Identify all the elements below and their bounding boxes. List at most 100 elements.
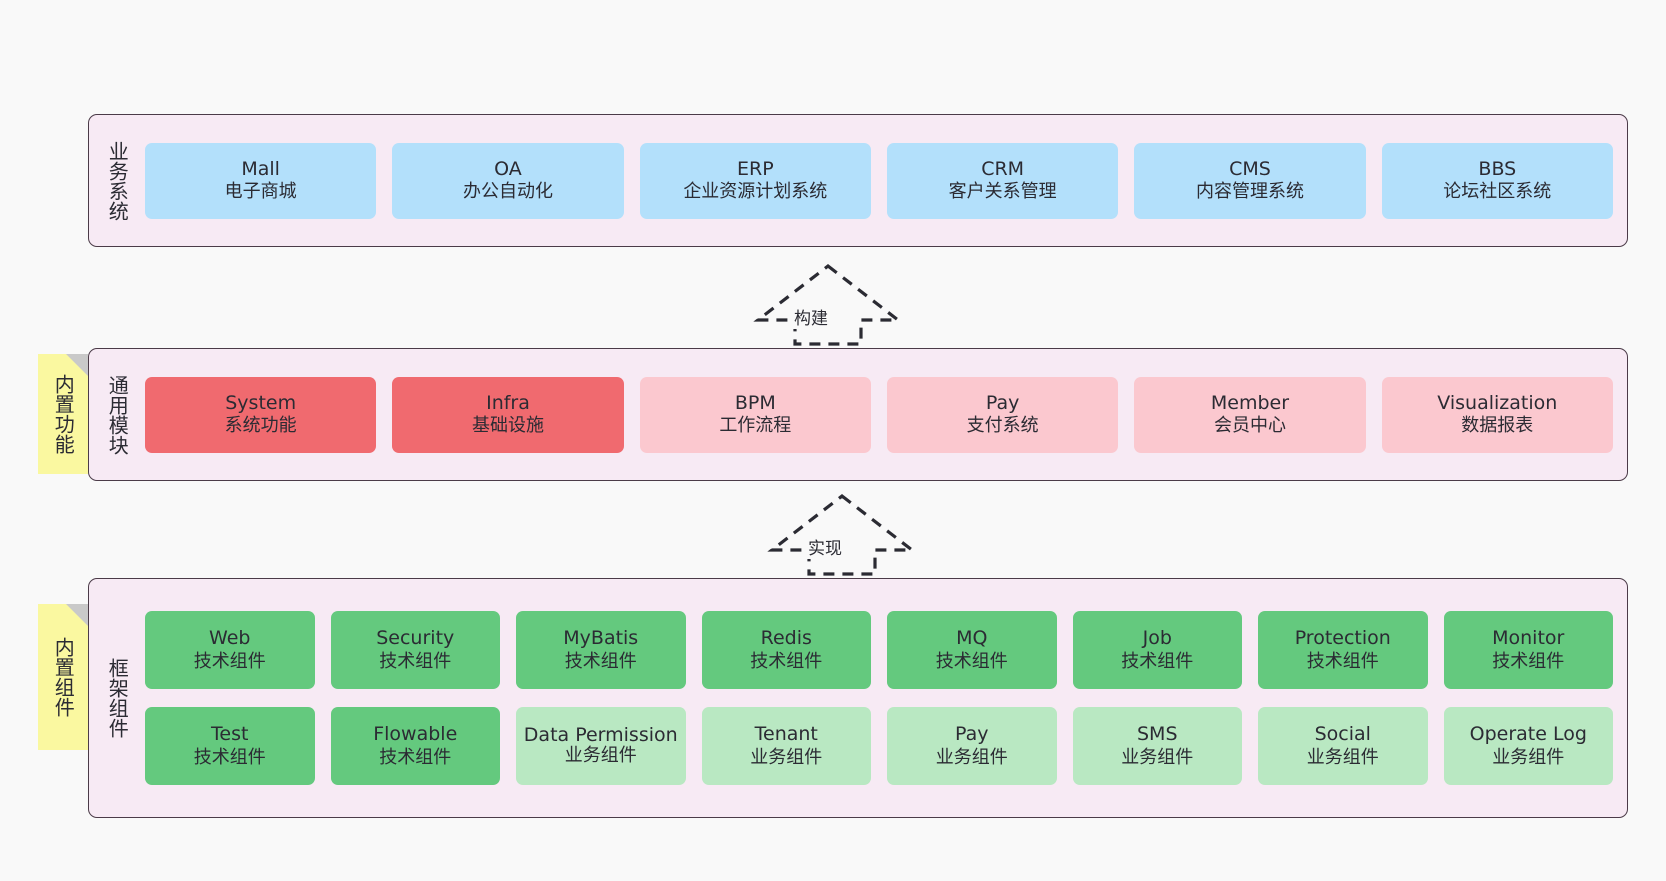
card-title: Visualization [1437,391,1558,414]
card-subtitle: 技术组件 [379,650,452,672]
card-operate-log[interactable]: Operate Log 业务组件 [1443,707,1613,785]
card-security[interactable]: Security 技术组件 [330,611,500,689]
card-title: Test [211,723,249,746]
note-fold-corner-icon [66,354,88,376]
note-label: 内置功能 [51,374,76,454]
card-title: MQ [956,627,988,650]
layer-body-framework-component: Web 技术组件 Security 技术组件 MyBatis 技术组件 Redi… [145,579,1627,817]
card-member[interactable]: Member 会员中心 [1134,376,1366,453]
note-label: 内置组件 [51,637,76,717]
card-mq[interactable]: MQ 技术组件 [887,611,1057,689]
layer-common-module: 通用模块 System 系统功能 Infra 基础设施 BPM 工作流程 Pay… [88,348,1628,481]
card-subtitle: 支付系统 [966,415,1039,437]
card-oa[interactable]: OA 办公自动化 [392,142,624,219]
card-row: Web 技术组件 Security 技术组件 MyBatis 技术组件 Redi… [145,611,1613,689]
card-erp[interactable]: ERP 企业资源计划系统 [639,142,871,219]
card-subtitle: 技术组件 [193,746,266,768]
card-title: Flowable [373,723,458,746]
card-social[interactable]: Social 业务组件 [1258,707,1428,785]
card-subtitle: 业务组件 [750,746,823,768]
card-row: System 系统功能 Infra 基础设施 BPM 工作流程 Pay 支付系统… [145,376,1613,453]
card-subtitle: 内容管理系统 [1195,181,1304,203]
card-title: Redis [760,627,812,650]
card-subtitle: 客户关系管理 [948,181,1057,203]
card-subtitle: 办公自动化 [462,181,553,203]
card-pay[interactable]: Pay 支付系统 [886,376,1119,453]
card-sms[interactable]: SMS 业务组件 [1072,707,1242,785]
card-tenant[interactable]: Tenant 业务组件 [701,707,871,785]
connector-implement: 实现 [762,492,922,578]
layer-body-common-module: System 系统功能 Infra 基础设施 BPM 工作流程 Pay 支付系统… [145,349,1627,480]
card-flowable[interactable]: Flowable 技术组件 [330,707,500,785]
card-test[interactable]: Test 技术组件 [145,707,315,785]
card-subtitle: 技术组件 [379,746,452,768]
card-title: BPM [734,391,776,414]
card-redis[interactable]: Redis 技术组件 [701,611,871,689]
card-title: System [225,391,297,414]
card-cms[interactable]: CMS 内容管理系统 [1134,142,1366,219]
card-subtitle: 企业资源计划系统 [683,181,828,203]
layer-framework-component: 框架组件 Web 技术组件 Security 技术组件 MyBatis 技术组件… [88,578,1628,818]
card-title: Job [1142,627,1172,650]
layer-title-business-system: 业务系统 [105,140,130,221]
card-subtitle: 业务组件 [935,746,1008,768]
card-subtitle: 工作流程 [719,415,792,437]
card-title: Data Permission [523,723,678,746]
layer-title-common-module: 通用模块 [105,374,130,455]
card-title: Pay [985,391,1020,414]
card-mybatis[interactable]: MyBatis 技术组件 [516,611,686,689]
build-arrow-icon [753,263,903,346]
note-builtin-component: 内置组件 [38,604,88,750]
card-subtitle: 业务组件 [1121,746,1194,768]
card-title: Monitor [1492,627,1565,650]
card-pay-component[interactable]: Pay 业务组件 [887,707,1057,785]
connector-implement-label: 实现 [806,534,844,559]
connector-build-label: 构建 [792,304,830,329]
card-subtitle: 会员中心 [1213,415,1286,437]
card-title: ERP [736,157,774,180]
note-fold-corner-icon [66,604,88,626]
card-subtitle: 技术组件 [1492,650,1565,672]
card-subtitle: 电子商城 [224,181,297,203]
note-builtin-function: 内置功能 [38,354,88,474]
card-title: Infra [486,391,530,414]
card-title: Pay [955,723,989,746]
card-subtitle: 技术组件 [1121,650,1194,672]
card-web[interactable]: Web 技术组件 [145,611,315,689]
card-system[interactable]: System 系统功能 [145,376,377,453]
card-data-permission[interactable]: Data Permission 业务组件 [516,707,686,785]
card-title: Mall [241,157,280,180]
card-subtitle: 技术组件 [193,650,266,672]
card-title: MyBatis [563,627,639,650]
card-mall[interactable]: Mall 电子商城 [145,142,377,219]
card-title: Security [376,627,455,650]
card-job[interactable]: Job 技术组件 [1072,611,1242,689]
card-subtitle: 业务组件 [564,745,637,767]
card-title: Web [209,627,251,650]
card-title: Operate Log [1469,723,1587,746]
card-title: OA [494,157,522,180]
card-subtitle: 技术组件 [935,650,1008,672]
card-title: BBS [1478,157,1517,180]
card-title: SMS [1136,723,1178,746]
card-row: Mall 电子商城 OA 办公自动化 ERP 企业资源计划系统 CRM 客户关系… [145,142,1613,219]
card-bbs[interactable]: BBS 论坛社区系统 [1381,142,1613,219]
card-monitor[interactable]: Monitor 技术组件 [1443,611,1613,689]
card-subtitle: 业务组件 [1306,746,1379,768]
card-protection[interactable]: Protection 技术组件 [1258,611,1428,689]
layer-title-framework-component: 框架组件 [105,658,130,738]
implement-arrow-icon [767,493,917,576]
card-subtitle: 数据报表 [1461,415,1534,437]
card-bpm[interactable]: BPM 工作流程 [639,376,871,453]
layer-business-system: 业务系统 Mall 电子商城 OA 办公自动化 ERP 企业资源计划系统 CRM… [88,114,1628,247]
card-subtitle: 基础设施 [471,415,544,437]
card-visualization[interactable]: Visualization 数据报表 [1381,376,1613,453]
connector-build: 构建 [748,262,908,348]
card-title: CRM [981,157,1025,180]
card-title: CMS [1229,157,1271,180]
card-subtitle: 技术组件 [750,650,823,672]
card-infra[interactable]: Infra 基础设施 [392,376,624,453]
card-crm[interactable]: CRM 客户关系管理 [886,142,1119,219]
card-row: Test 技术组件 Flowable 技术组件 Data Permission … [145,707,1613,785]
